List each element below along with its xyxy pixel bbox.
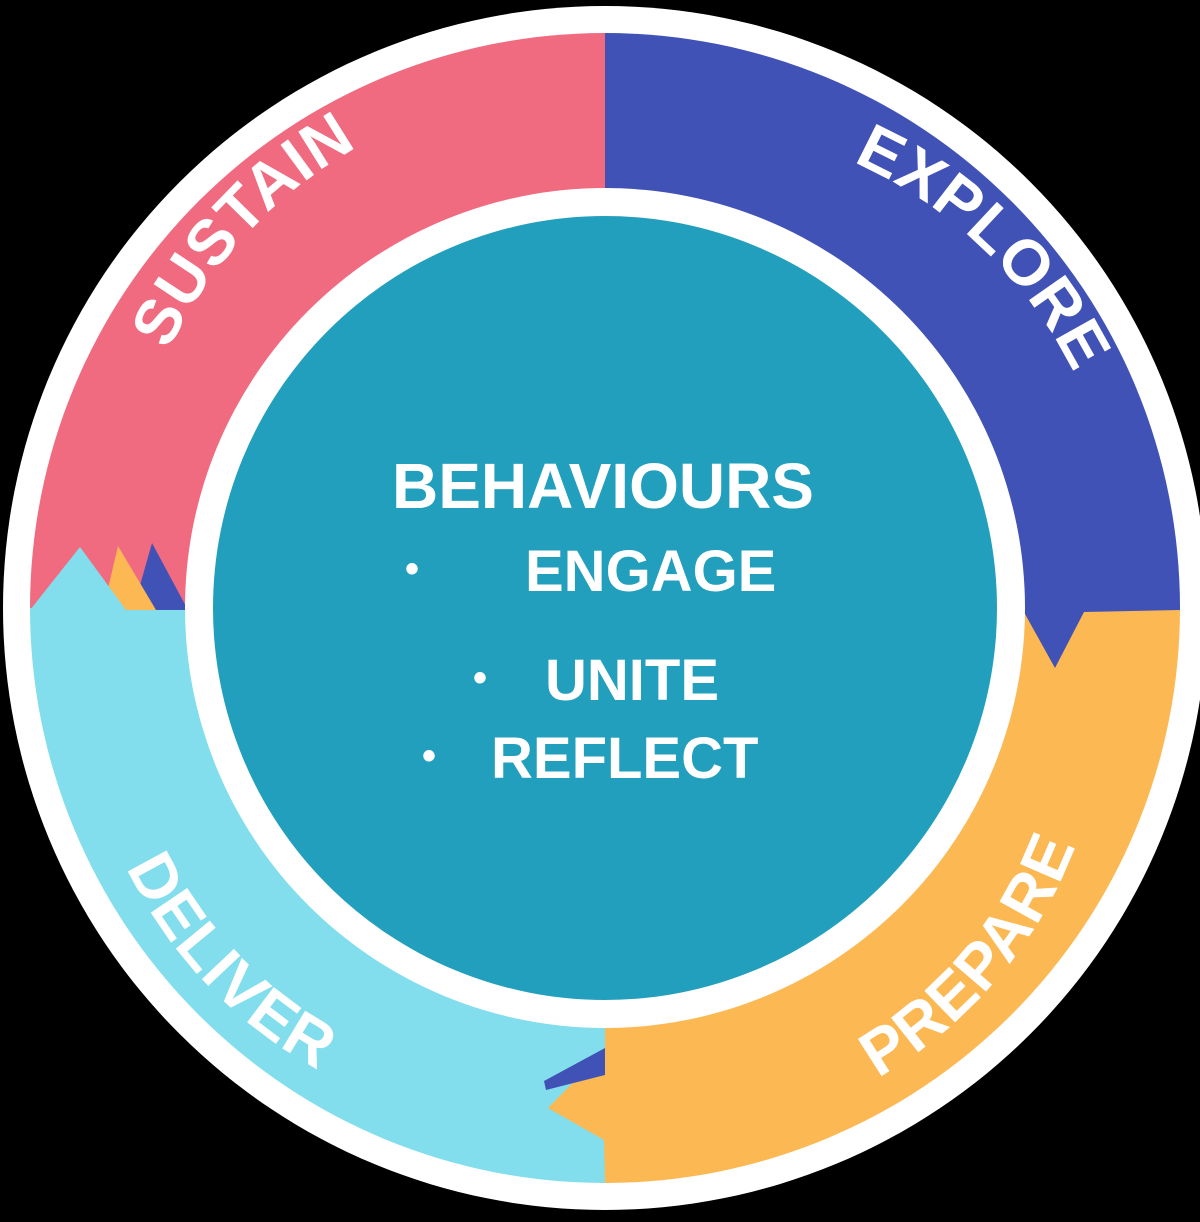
center-item-engage: ENGAGE <box>525 539 776 604</box>
arrow-prepare-shadow <box>544 1048 605 1090</box>
center-title: BEHAVIOURS <box>392 450 814 522</box>
arrow-explore-into-prepare <box>1020 605 1180 668</box>
center-disc <box>213 216 997 1000</box>
bullet-dot-engage: • <box>405 547 419 591</box>
center-item-unite: UNITE <box>545 648 719 713</box>
peak-lightblue <box>30 547 126 610</box>
peak-yellow <box>103 546 156 610</box>
peak-blue <box>133 543 188 610</box>
center-item-reflect: REFLECT <box>491 726 758 791</box>
arrow-prepare-into-deliver <box>548 1050 605 1183</box>
bullet-dot-unite: • <box>473 656 487 700</box>
bullet-dot-reflect: • <box>422 734 436 778</box>
